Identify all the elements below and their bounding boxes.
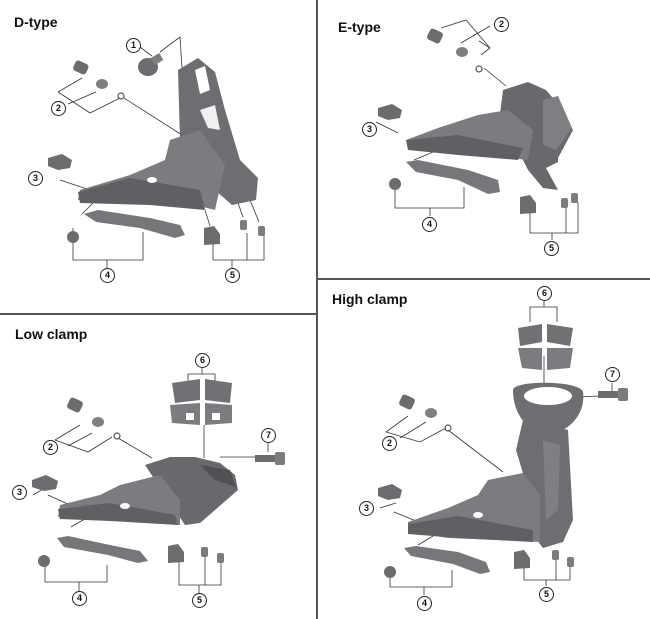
e-type-derailleur-illustration [375, 19, 579, 240]
callout-7: 7 [261, 428, 276, 443]
callout-2: 2 [382, 436, 397, 451]
callout-6: 6 [537, 286, 552, 301]
divider-vertical [316, 0, 318, 619]
divider-right-horizontal [317, 278, 650, 280]
callout-5: 5 [192, 593, 207, 608]
panel-low-clamp: Low clamp [0, 315, 316, 619]
callout-4: 4 [422, 217, 437, 232]
panel-title: Low clamp [15, 326, 88, 342]
callout-5: 5 [225, 268, 240, 283]
panel-d-type: D-type 1 2 3 4 5 [0, 0, 316, 313]
callout-2: 2 [494, 17, 509, 32]
callout-5: 5 [544, 241, 559, 256]
panel-title: High clamp [332, 291, 408, 307]
callout-4: 4 [100, 268, 115, 283]
callout-4: 4 [417, 596, 432, 611]
callout-3: 3 [362, 122, 377, 137]
divider-left-horizontal [0, 313, 317, 315]
callout-7: 7 [605, 367, 620, 382]
high-clamp-derailleur-illustration [378, 301, 628, 595]
callout-5: 5 [539, 587, 554, 602]
panel-high-clamp: High clamp [318, 280, 650, 619]
low-clamp-derailleur-illustration [32, 368, 285, 593]
callout-1: 1 [126, 38, 141, 53]
callout-6: 6 [195, 353, 210, 368]
d-type-derailleur-illustration [48, 36, 265, 268]
callout-3: 3 [28, 171, 43, 186]
panel-e-type: E-type 2 3 4 5 [318, 0, 650, 278]
callout-4: 4 [72, 591, 87, 606]
panel-title: E-type [338, 19, 381, 35]
callout-3: 3 [359, 501, 374, 516]
callout-3: 3 [12, 485, 27, 500]
callout-2: 2 [43, 440, 58, 455]
panel-title: D-type [14, 14, 58, 30]
callout-2: 2 [51, 101, 66, 116]
